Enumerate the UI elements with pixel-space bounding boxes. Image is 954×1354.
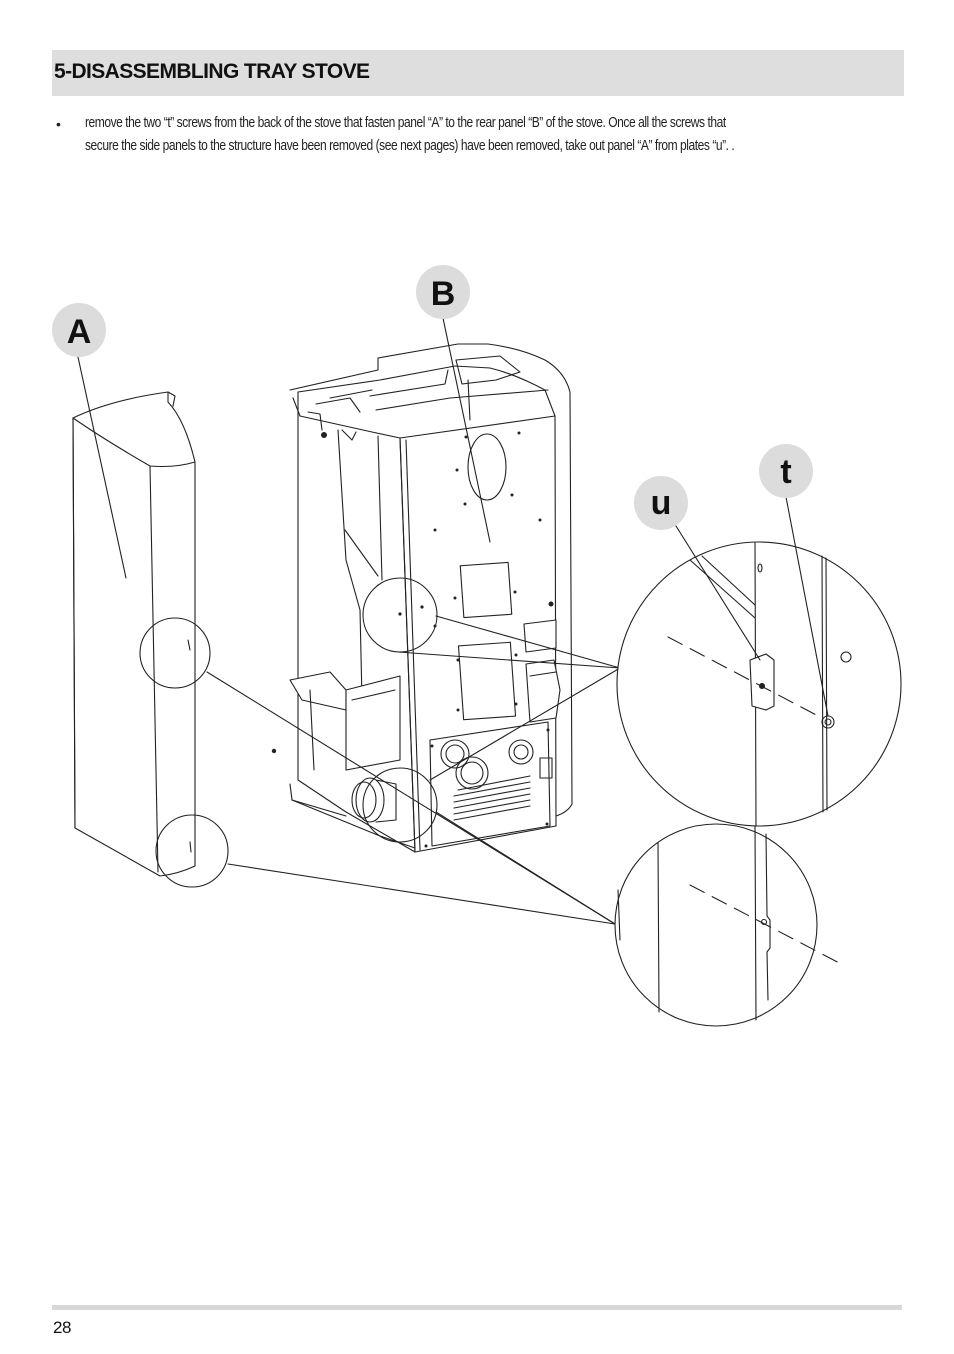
callout-u: u <box>634 476 688 530</box>
label-a: A <box>67 313 92 351</box>
callout-b: B <box>416 265 470 319</box>
section-header: 5-DISASSEMBLING TRAY STOVE <box>52 50 904 96</box>
callout-a: A <box>52 303 106 357</box>
footer-rule <box>52 1305 902 1310</box>
bullet: • <box>56 116 61 132</box>
instruction-line-1: remove the two “t” screws from the back … <box>85 115 726 131</box>
magnified-detail-upper <box>616 541 902 827</box>
instruction-line-2: secure the side panels to the structure … <box>85 138 735 154</box>
callout-t: t <box>759 444 813 498</box>
stove-body <box>271 343 573 853</box>
label-t: t <box>780 453 791 491</box>
detail-circle-stove-lower <box>362 767 438 843</box>
page-number: 28 <box>53 1318 71 1337</box>
detail-circle-panel-upper <box>139 617 211 689</box>
side-panel-a <box>72 391 196 877</box>
label-b: B <box>431 275 456 313</box>
label-u: u <box>651 484 672 522</box>
magnified-detail-lower <box>614 823 846 1027</box>
detail-circle-panel-lower <box>155 814 229 888</box>
section-title: 5-DISASSEMBLING TRAY STOVE <box>54 60 370 83</box>
